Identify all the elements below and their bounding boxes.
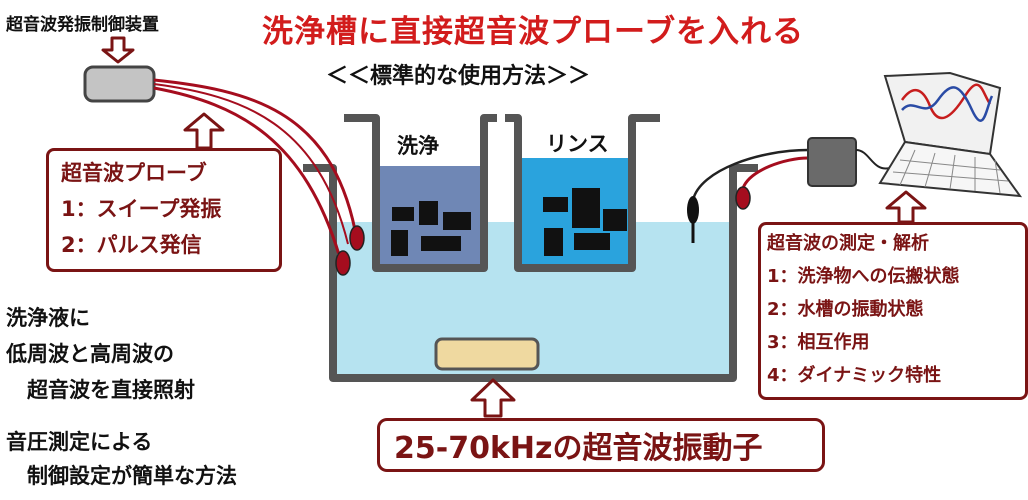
wash-tank-label: 洗浄 — [397, 134, 439, 158]
transducer-label: 25-70kHzの超音波振動子 — [394, 431, 763, 466]
probe-cable — [153, 83, 349, 245]
wash-tank — [344, 114, 497, 272]
control-device — [83, 65, 156, 103]
description-line: 洗浄液に — [6, 306, 90, 330]
analysis-callout-item: 1：洗浄物への伝搬状態 — [767, 266, 960, 287]
probe-callout: 超音波プローブ 1：スイープ発振 2：パルス発信 — [46, 148, 282, 272]
ultrasonic-transducer — [434, 337, 540, 371]
analysis-callout-item: 4：ダイナミック特性 — [767, 365, 942, 386]
analysis-callout: 超音波の測定・解析 1：洗浄物への伝搬状態 2：水槽の振動状態 3：相互作用 4… — [758, 222, 1028, 400]
rinse-tank-label: リンス — [546, 132, 609, 156]
arrow-icon — [183, 112, 225, 150]
transducer-callout: 25-70kHzの超音波振動子 — [377, 418, 825, 472]
rinse-tank — [505, 114, 660, 272]
measurement-sensor — [735, 186, 751, 210]
analysis-callout-item: 2：水槽の振動状態 — [767, 299, 924, 320]
arrow-icon — [885, 190, 927, 224]
diagram-subtitle: ＜＜標準的な使用方法＞＞ — [326, 64, 591, 89]
description-line: 音圧測定による — [6, 430, 153, 454]
analysis-callout-item: 3：相互作用 — [767, 332, 870, 353]
probe-callout-item: 2：パルス発信 — [61, 233, 202, 257]
probe-callout-item: 1：スイープ発振 — [61, 197, 222, 221]
analyzer-cable — [855, 149, 891, 170]
description-line: 制御設定が簡単な方法 — [6, 464, 237, 488]
arrow-icon — [470, 378, 516, 418]
sensor-cable — [741, 156, 809, 189]
rinse-objects — [543, 188, 627, 256]
probe-cable — [153, 78, 357, 231]
analyzer-box — [807, 137, 857, 187]
device-label: 超音波発振制御装置 — [6, 15, 159, 35]
description-line: 低周波と高周波の — [6, 342, 174, 366]
probe-tip — [335, 250, 351, 276]
description-line: 超音波を直接照射 — [6, 378, 195, 402]
laptop-icon — [878, 71, 1023, 198]
sensor-cable — [691, 148, 809, 201]
probe-tip — [349, 225, 365, 251]
diagram-title: 洗浄槽に直接超音波プローブを入れる — [262, 14, 805, 50]
main-tank — [303, 164, 758, 382]
arrow-icon — [101, 36, 135, 64]
analysis-callout-title: 超音波の測定・解析 — [767, 233, 929, 254]
probe-callout-title: 超音波プローブ — [61, 161, 207, 185]
probe-cable — [153, 86, 342, 259]
wash-objects — [391, 201, 471, 256]
measurement-sensor — [687, 196, 699, 224]
